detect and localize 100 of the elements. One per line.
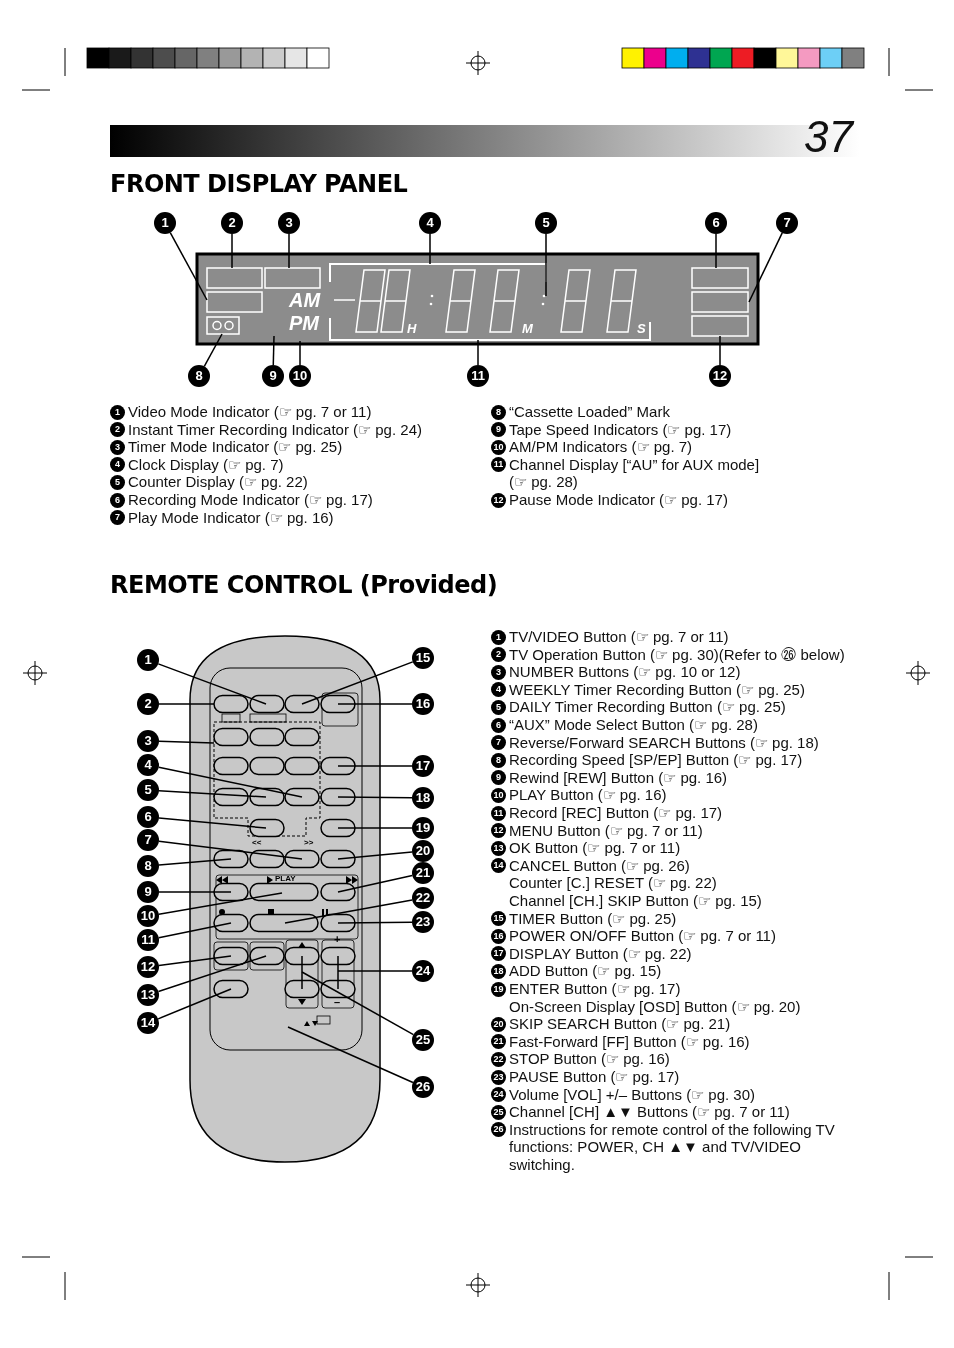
- list-item: ENTER Button (☞ pg. 17): [509, 980, 681, 998]
- callout-number: 1: [491, 629, 506, 645]
- callout-number: 20: [412, 840, 434, 862]
- leader-line: [169, 231, 208, 301]
- callout-number: 3: [491, 664, 506, 680]
- callout-number: 10: [491, 787, 506, 803]
- leader-line: [337, 703, 413, 705]
- list-item: Recording Speed [SP/EP] Button (☞ pg. 17): [509, 751, 803, 769]
- callout-number: 10: [491, 439, 506, 455]
- callout-number: 9: [491, 422, 506, 438]
- list-item: WEEKLY Timer Recording Button (☞ pg. 25): [509, 680, 805, 699]
- list-item: POWER ON/OFF Button (☞ pg. 7 or 11): [509, 927, 776, 945]
- callout-number: 18: [491, 963, 506, 979]
- leader-line: [719, 335, 721, 366]
- callout-number: 14: [137, 1012, 159, 1034]
- callout-number: 9: [491, 770, 506, 786]
- callout-number: 6: [137, 806, 159, 828]
- list-item: Record [REC] Button (☞ pg. 17): [509, 804, 723, 822]
- callout-number: 20: [491, 1016, 506, 1032]
- callout-number: 23: [412, 911, 434, 933]
- callout-number: 17: [412, 755, 434, 777]
- callout-number: 13: [491, 840, 506, 856]
- leader-line: [337, 874, 413, 893]
- callout-number: 12: [491, 823, 506, 839]
- list-item: PAUSE Button (☞ pg. 17): [509, 1068, 680, 1086]
- list-item: Channel [CH.] SKIP Button (☞ pg. 15): [509, 892, 762, 910]
- display-unit-text: H: [407, 321, 417, 336]
- list-item: OK Button (☞ pg. 7 or 11): [509, 839, 681, 857]
- leader-line: [288, 233, 290, 269]
- list-item: ADD Button (☞ pg. 15): [509, 962, 662, 980]
- section-heading: FRONT DISPLAY PANEL: [110, 170, 408, 198]
- callout-number: 24: [491, 1087, 506, 1103]
- list-item: NUMBER Buttons (☞ pg. 10 or 12): [509, 663, 741, 681]
- list-item: Instant Timer Recording Indicator (☞ pg. 24): [128, 420, 422, 439]
- leader-line: [158, 891, 232, 893]
- leader-line: [158, 892, 283, 915]
- list-item: AM/PM Indicators (☞ pg. 7): [509, 438, 693, 456]
- list-item: Volume [VOL] +/– Buttons (☞ pg. 30): [509, 1085, 756, 1104]
- callout-number: 26: [491, 1122, 506, 1138]
- callout-number: 5: [535, 212, 557, 234]
- list-item: Reverse/Forward SEARCH Buttons (☞ pg. 18): [509, 733, 819, 752]
- callout-number: 10: [137, 905, 159, 927]
- callout-number: 13: [137, 984, 159, 1006]
- list-item: MENU Button (☞ pg. 7 or 11): [509, 821, 703, 840]
- leader-line: [337, 851, 413, 860]
- leader-line: [337, 765, 413, 767]
- callout-number: 5: [491, 699, 506, 715]
- callout-number: 4: [110, 457, 125, 473]
- leader-line: [301, 971, 415, 1036]
- callout-number: 19: [412, 817, 434, 839]
- callout-number: 2: [110, 422, 125, 438]
- callout-number: 11: [491, 457, 506, 473]
- leader-line: [158, 955, 232, 967]
- list-item: Pause Mode Indicator (☞ pg. 17): [509, 491, 728, 509]
- callout-number: 15: [412, 647, 434, 669]
- leader-line: [477, 339, 479, 366]
- callout-number: 5: [110, 474, 125, 490]
- callout-number: 8: [137, 855, 159, 877]
- leader-line: [272, 335, 275, 366]
- list-item: TV/VIDEO Button (☞ pg. 7 or 11): [509, 628, 729, 646]
- list-item: TV Operation Button (☞ pg. 30)(Refer to ㉖ below): [509, 645, 845, 664]
- leader-line: [158, 817, 267, 829]
- list-item: Timer Mode Indicator (☞ pg. 25): [128, 438, 343, 456]
- callout-number: 2: [137, 693, 159, 715]
- callout-number: 25: [491, 1104, 506, 1120]
- leader-line: [337, 796, 413, 799]
- callout-number: 21: [491, 1034, 506, 1050]
- callout-number: 1: [154, 212, 176, 234]
- button-label: PLAY: [275, 874, 296, 883]
- list-item: SKIP SEARCH Button (☞ pg. 21): [509, 1015, 731, 1033]
- leader-line: [301, 661, 414, 705]
- callout-number: 26: [412, 1076, 434, 1098]
- leader-line: [429, 233, 431, 265]
- list-item: DISPLAY Button (☞ pg. 22): [509, 944, 692, 963]
- list-item: Recording Mode Indicator (☞ pg. 17): [128, 491, 373, 509]
- display-indicator-text: AM: [289, 289, 321, 312]
- callout-number: 9: [262, 365, 284, 387]
- leader-line: [337, 970, 413, 972]
- display-unit-text: S: [637, 321, 646, 336]
- callout-number: 11: [491, 805, 506, 821]
- callout-number: 12: [709, 365, 731, 387]
- list-item: STOP Button (☞ pg. 16): [509, 1050, 670, 1068]
- button-label: >>: [304, 838, 314, 847]
- callout-number: 4: [137, 754, 159, 776]
- leader-line: [231, 233, 233, 269]
- callout-number: 14: [491, 858, 506, 874]
- list-item: On-Screen Display [OSD] Button (☞ pg. 20): [509, 997, 801, 1016]
- callout-number: 12: [137, 956, 159, 978]
- callout-number: 11: [467, 365, 489, 387]
- callout-number: 25: [412, 1029, 434, 1051]
- section-heading: REMOTE CONTROL (Provided): [110, 571, 498, 599]
- callout-number: 2: [221, 212, 243, 234]
- callout-number: 4: [419, 212, 441, 234]
- callout-number: 9: [137, 881, 159, 903]
- callout-number: 6: [705, 212, 727, 234]
- callout-number: 18: [412, 787, 434, 809]
- leader-line: [158, 840, 303, 860]
- callout-number: 7: [776, 212, 798, 234]
- leader-line: [545, 233, 547, 297]
- callout-number: 1: [137, 649, 159, 671]
